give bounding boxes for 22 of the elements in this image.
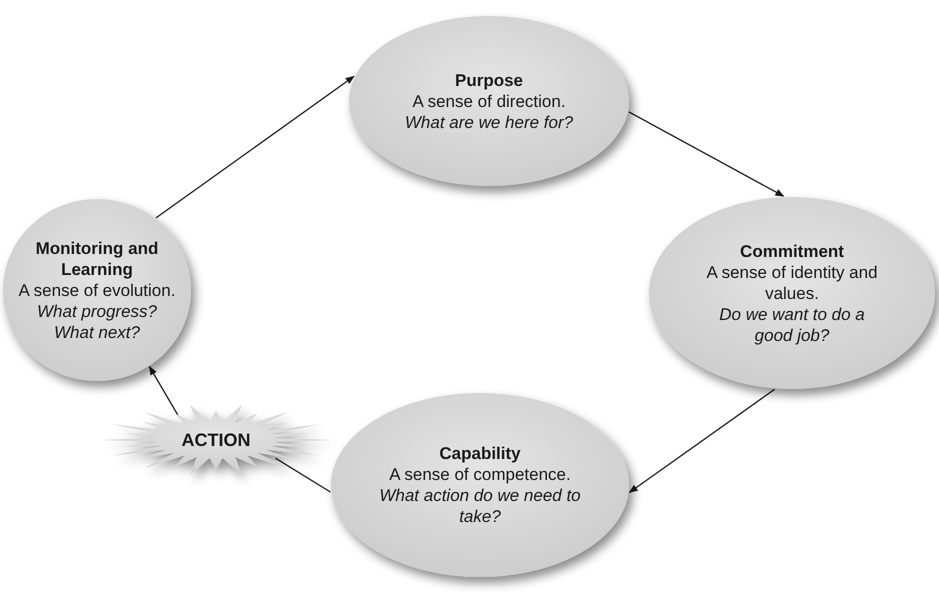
arrow	[628, 388, 775, 493]
stage-question: What are we here for?	[404, 112, 574, 132]
arrow	[628, 111, 784, 197]
stage-title: Commitment	[740, 240, 844, 262]
stage-ellipse	[2, 198, 192, 382]
connector-line	[275, 458, 331, 493]
arrow	[148, 366, 180, 418]
stage-title: Monitoring and Learning	[34, 238, 160, 280]
stage-description: A sense of identity and values.	[705, 262, 879, 304]
stage-title: Capability	[439, 443, 521, 464]
burst-label: ACTION	[182, 430, 250, 450]
arrow	[156, 76, 355, 218]
stage-ellipse	[648, 196, 936, 390]
stage-ellipse	[330, 392, 630, 578]
stage-question: What progress? What next?	[36, 300, 158, 342]
stage-question: Do we want to do a good job?	[718, 304, 866, 346]
stage-description: A sense of competence.	[389, 464, 571, 485]
stage-ellipse	[348, 15, 630, 187]
stage-title: Purpose	[454, 70, 524, 90]
stage-question: What action do we need to take?	[378, 485, 582, 527]
stage-description: A sense of direction.	[412, 90, 566, 112]
stage-description: A sense of evolution.	[18, 280, 176, 300]
